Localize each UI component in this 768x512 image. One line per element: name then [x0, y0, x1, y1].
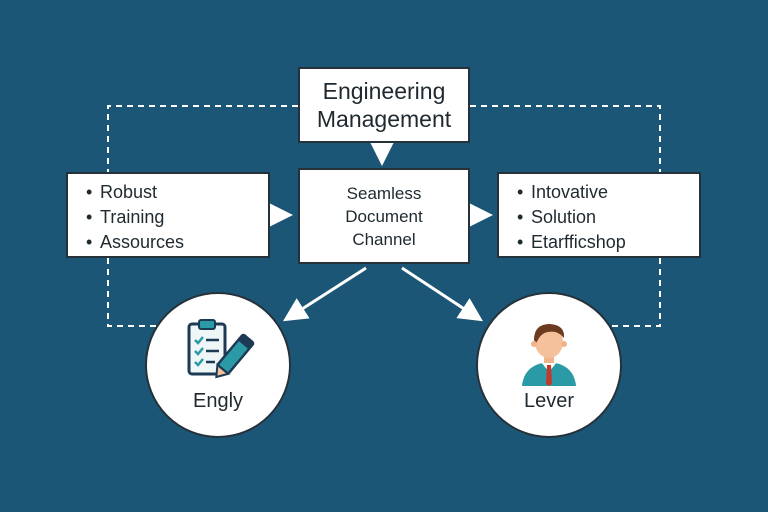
right-bullet-list: Intovative Solution Etarfficshop — [499, 174, 699, 255]
left-bullet-list: Robust Training Assources — [68, 174, 268, 255]
dashed-connector-bottom-left — [107, 258, 160, 327]
list-item: Robust — [86, 180, 268, 205]
node-seamless-document-channel: Seamless Document Channel — [298, 168, 470, 264]
node-title-line-2: Management — [316, 106, 452, 132]
circle-node-engly: Engly — [145, 292, 291, 438]
list-item: Solution — [517, 205, 699, 230]
arrow-center-to-circle-right — [401, 266, 484, 322]
dashed-connector-top-right — [470, 105, 661, 172]
node-center-line-3: Channel — [352, 229, 416, 249]
circle-label-lever: Lever — [523, 390, 575, 412]
node-left-list: Robust Training Assources — [66, 172, 270, 258]
businessman-icon — [522, 324, 576, 386]
node-engineering-management: Engineering Management — [298, 67, 470, 143]
dashed-connector-top-left — [107, 105, 298, 172]
list-item: Etarfficshop — [517, 230, 699, 255]
node-right-list: Intovative Solution Etarfficshop — [497, 172, 701, 258]
node-center-line-2: Document — [345, 206, 423, 226]
circle-label-engly: Engly — [192, 390, 244, 412]
list-item: Assources — [86, 230, 268, 255]
arrow-center-to-circle-left — [282, 266, 367, 322]
list-item: Intovative — [517, 180, 699, 205]
node-center-line-1: Seamless — [346, 183, 422, 203]
dashed-connector-bottom-right — [608, 258, 661, 327]
list-item: Training — [86, 205, 268, 230]
circle-node-lever: Lever — [476, 292, 622, 438]
clipboard-pen-icon — [187, 319, 255, 379]
node-title-line-1: Engineering — [322, 78, 446, 104]
